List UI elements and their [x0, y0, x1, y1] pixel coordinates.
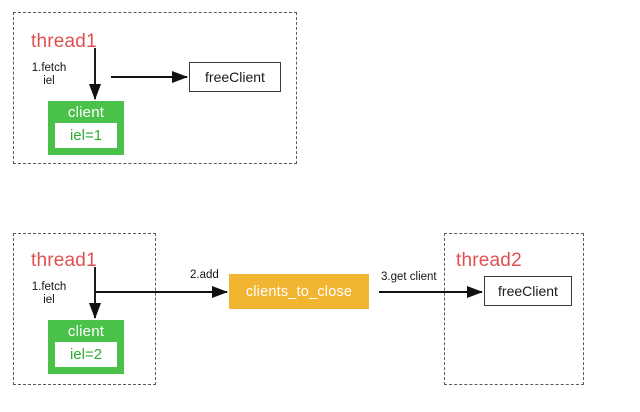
thread1-label-bottom: thread1	[31, 250, 97, 271]
thread1-label-top: thread1	[31, 31, 97, 52]
edge-label-get-client: 3.get client	[381, 271, 437, 283]
edge-label-fetch-top: 1.fetch iel	[26, 62, 72, 88]
clients-to-close-node: clients_to_close	[229, 274, 369, 309]
thread1-container-bottom	[13, 233, 156, 385]
edge-label-fetch-bottom-line2: iel	[43, 294, 55, 306]
client-node-bottom-title: client	[67, 323, 105, 340]
edge-label-fetch-top-line1: 1.fetch	[31, 62, 67, 74]
client-node-bottom-value: iel=2	[55, 342, 117, 367]
edge-label-add: 2.add	[190, 269, 219, 281]
client-node-top: client iel=1	[48, 101, 124, 155]
client-node-bottom: client iel=2	[48, 320, 124, 374]
edge-label-fetch-bottom-line1: 1.fetch	[31, 281, 67, 293]
free-client-node-bottom: freeClient	[484, 276, 572, 306]
edge-label-fetch-top-line2: iel	[43, 75, 55, 87]
client-node-top-title: client	[67, 104, 105, 121]
client-node-top-value: iel=1	[55, 123, 117, 148]
thread2-label: thread2	[456, 250, 522, 271]
free-client-node-top: freeClient	[189, 62, 281, 92]
edge-label-fetch-bottom: 1.fetch iel	[26, 281, 72, 307]
thread1-container-top	[13, 12, 297, 164]
thread2-container	[444, 233, 584, 385]
